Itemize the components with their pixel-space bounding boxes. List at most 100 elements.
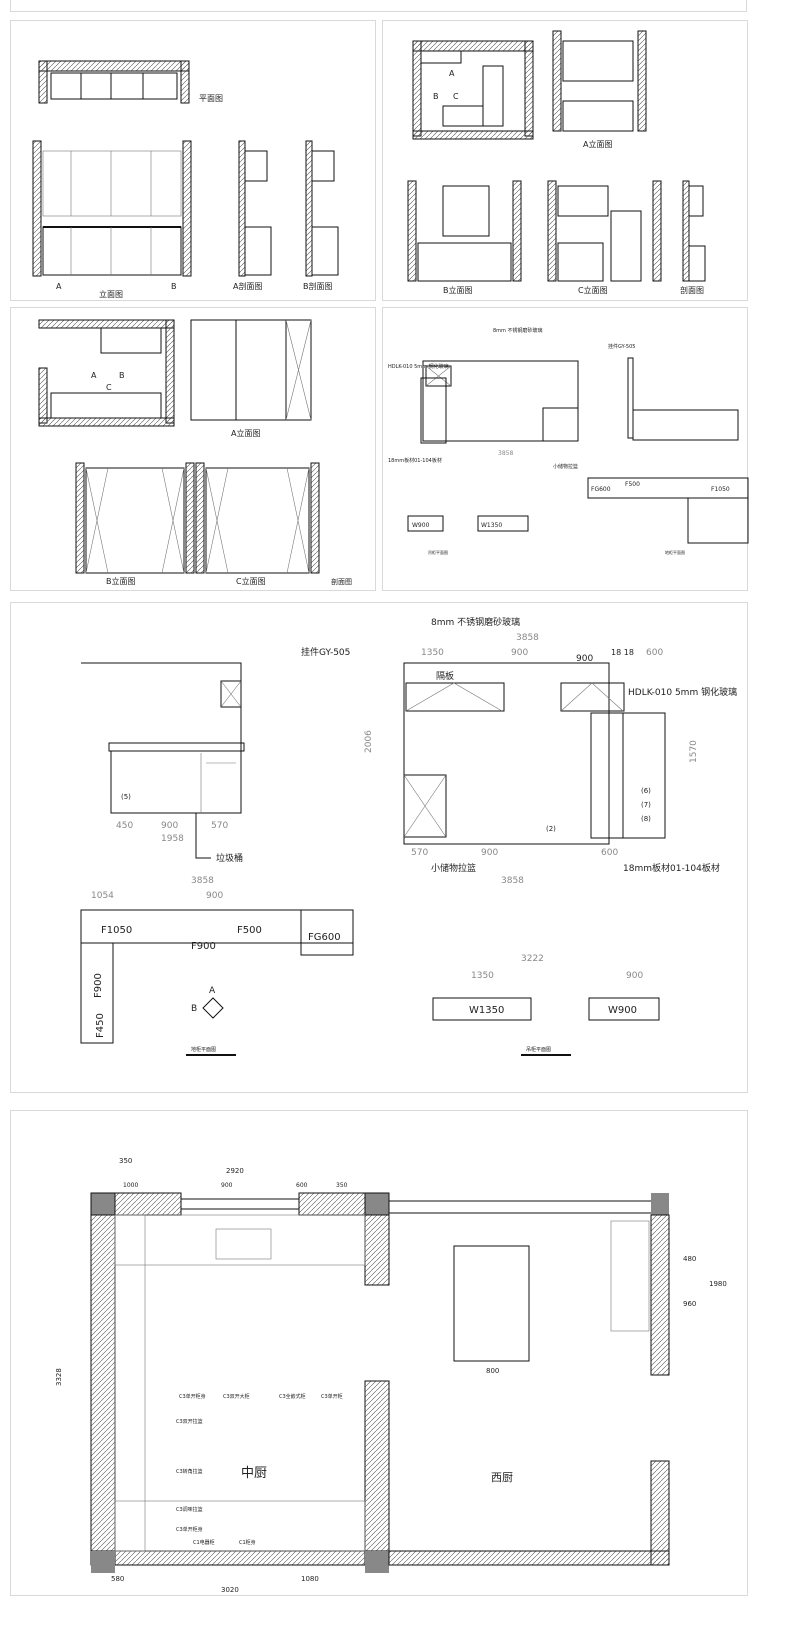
drawing-1: 平面图 A B 立面图 A剖面图 B剖面图: [32, 60, 339, 299]
cabinet-label: C3单开柜身: [176, 1526, 203, 1533]
elevation-b-label: B立面图: [106, 576, 136, 586]
sink-icon: [215, 1228, 272, 1260]
basket-note: 小储物拉篮: [553, 463, 578, 470]
board-note: 18mm板材01-104板材: [623, 862, 720, 874]
left-dim-570: 570: [211, 821, 228, 831]
mark-a: A: [56, 282, 62, 291]
drawing-6: 350 2920 1000 900 600 350 中厨 C3单开柜身 C3双开…: [55, 1157, 727, 1594]
elevation-b-label: B立面图: [443, 285, 473, 295]
top-dim-900: 900: [511, 648, 528, 658]
drawer-mark-2: (2): [546, 825, 556, 833]
left-dim-450: 450: [116, 821, 133, 831]
mark-b: B: [191, 1004, 197, 1014]
left-total: 1958: [161, 834, 184, 844]
mark-a: A: [91, 371, 97, 380]
elevation-a-label: A立面图: [583, 139, 612, 149]
dim-2920: 2920: [226, 1167, 244, 1175]
room-center-kitchen: 中厨: [241, 1466, 267, 1481]
plan-dim-900: 900: [206, 891, 223, 901]
left-total: 3328: [55, 1368, 63, 1386]
dim-900: 900: [221, 1182, 233, 1189]
drawing-3: A B C A立面图 B立面图 C立面图 剖面图: [38, 319, 352, 586]
island-width: 800: [486, 1367, 499, 1375]
drawer-mark-6: (6): [641, 787, 651, 795]
trash-label: 垃圾桶: [216, 852, 243, 864]
wall-plan-title: 吊柜平面图: [526, 1046, 551, 1053]
panel-detailed-elevations: (5) 450 900 570 1958 垃圾桶 8mm 不锈钢磨砂玻璃 挂件G…: [10, 602, 748, 1093]
wall-dim-900: 900: [626, 971, 643, 981]
drawing-5: (5) 450 900 570 1958 垃圾桶 8mm 不锈钢磨砂玻璃 挂件G…: [80, 616, 737, 1056]
top-dim-1350: 1350: [421, 648, 444, 658]
height-2006: 2006: [364, 730, 374, 753]
fg600-label: FG600: [308, 932, 341, 943]
hook-note: 挂件GY-505: [608, 343, 635, 350]
top-strip: [10, 0, 747, 12]
panel-kitchen-set-4: 8mm 不锈钢磨砂玻璃 HDLK-010 5mm 钢化玻璃 挂件GY-505 1…: [382, 307, 749, 591]
wall-total: 3222: [521, 954, 544, 964]
drawer-mark-7: (7): [641, 801, 651, 809]
f900-side-label: F900: [93, 973, 104, 998]
w900-label: W900: [412, 522, 430, 529]
drawing-4: 8mm 不锈钢磨砂玻璃 HDLK-010 5mm 钢化玻璃 挂件GY-505 1…: [388, 327, 749, 555]
wall-dim-1350: 1350: [471, 971, 494, 981]
panel-kitchen-set-3: A B C A立面图 B立面图 C立面图 剖面图: [10, 307, 376, 591]
panel-kitchen-set-2: A B C A立面图 B立面图 C立面图 剖面图: [382, 20, 748, 301]
drawer-mark-5: (5): [121, 793, 131, 801]
top-total: 3858: [516, 633, 539, 643]
cabinet-label: C1柜身: [239, 1539, 256, 1546]
top-dim-600: 600: [646, 648, 663, 658]
bottom-dim-600: 600: [601, 848, 618, 858]
w1350-label: W1350: [469, 1005, 504, 1016]
bottom-dim-570: 570: [411, 848, 428, 858]
dim-600: 600: [296, 1182, 308, 1189]
width-dim: 3858: [498, 450, 513, 457]
drawing-2: A B C A立面图 B立面图 C立面图 剖面图: [407, 30, 706, 295]
panel-kitchen-set-1: 平面图 A B 立面图 A剖面图 B剖面图: [10, 20, 376, 301]
top-dim-18-18: 18 18: [611, 648, 634, 657]
basket-note: 小储物拉篮: [431, 862, 476, 874]
drawer-mark-8: (8): [641, 815, 651, 823]
bottom-total: 3020: [221, 1586, 239, 1594]
mark-c: C: [453, 92, 459, 101]
cabinet-label: C3双开拉篮: [176, 1418, 203, 1425]
plan-label: 平面图: [199, 94, 223, 103]
cabinet-label: C3双开大柜: [223, 1393, 250, 1400]
f450-label: F450: [95, 1013, 106, 1038]
mark-a: A: [209, 986, 216, 996]
f900-label: F900: [191, 941, 216, 952]
section-b-label: B剖面图: [303, 281, 333, 291]
dim-1000: 1000: [123, 1182, 138, 1189]
dim-350: 350: [119, 1157, 132, 1165]
mark-a: A: [449, 69, 455, 78]
cabinet-label: C3单开柜: [321, 1393, 343, 1400]
plan-dim-1054: 1054: [91, 891, 114, 901]
floor-plan-title: 地柜平面图: [191, 1046, 216, 1053]
mark-b: B: [119, 371, 125, 380]
glass-note: 8mm 不锈钢磨砂玻璃: [493, 327, 543, 334]
f1050-label: F1050: [101, 925, 132, 936]
right-dim-480: 480: [683, 1255, 696, 1263]
hdlk-note: HDLK-010 5mm 钢化玻璃: [388, 363, 449, 370]
left-dim-900: 900: [161, 821, 178, 831]
cabinet-label: C1电器柜: [193, 1539, 215, 1546]
glass-note: 8mm 不锈钢磨砂玻璃: [431, 616, 520, 628]
panel-floor-plan: 350 2920 1000 900 600 350 中厨 C3单开柜身 C3双开…: [10, 1110, 748, 1596]
dim-350b: 350: [336, 1182, 348, 1189]
room-west-kitchen: 西厨: [491, 1471, 513, 1484]
elevation-c-label: C立面图: [236, 576, 266, 586]
w900-label: W900: [608, 1005, 637, 1016]
right-dim-960: 960: [683, 1300, 696, 1308]
cabinet-label: C3单开柜身: [179, 1393, 206, 1400]
hdlk-note: HDLK-010 5mm 钢化玻璃: [628, 686, 737, 698]
elevation-label: 立面图: [99, 289, 123, 299]
mark-b: B: [171, 282, 177, 291]
mark-c: C: [106, 383, 112, 392]
elevation-c-label: C立面图: [578, 285, 608, 295]
bottom-dim-1080: 1080: [301, 1575, 319, 1583]
section-a-label: A剖面图: [233, 281, 262, 291]
bottom-dim-900: 900: [481, 848, 498, 858]
section-label: 剖面图: [331, 577, 352, 586]
height-1570: 1570: [689, 740, 699, 763]
cabinet-label: C3调味拉篮: [176, 1506, 203, 1513]
floor-plan-title: 地柜平面图: [665, 549, 685, 555]
